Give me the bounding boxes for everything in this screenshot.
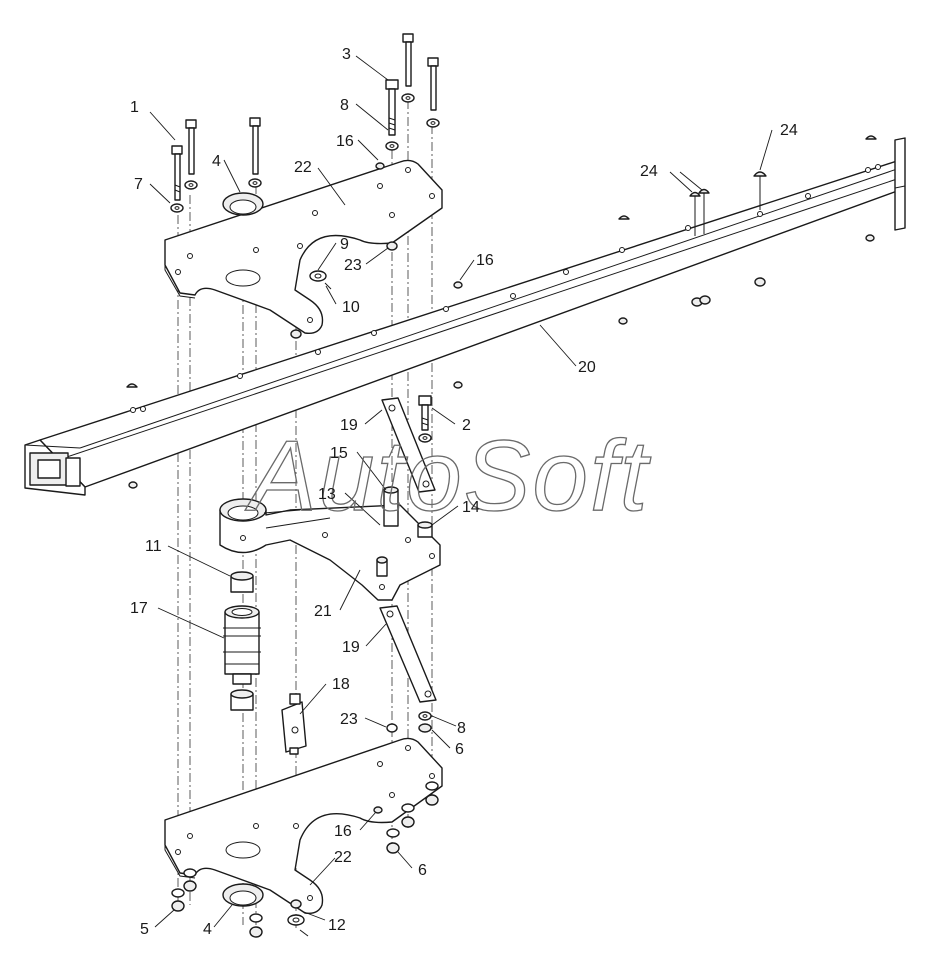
callout-24-left: 24 (640, 163, 658, 180)
callout-11: 11 (145, 538, 162, 555)
lower-link (379, 605, 437, 703)
rings (222, 192, 264, 907)
beam-small-parts (126, 135, 877, 489)
callout-22-bottom: 22 (334, 849, 352, 866)
watermark-text: AutoSoft (245, 420, 652, 532)
callout-15: 15 (330, 445, 348, 462)
callout-9: 9 (340, 236, 349, 253)
callout-4-top: 4 (212, 153, 221, 170)
callout-24-right: 24 (780, 122, 798, 139)
callout-16-right: 16 (476, 252, 494, 269)
callout-7: 7 (134, 176, 143, 193)
callout-23-bottom: 23 (340, 711, 358, 728)
callout-8-bottom: 8 (457, 720, 466, 737)
main-beam (24, 135, 906, 496)
callout-16-top: 16 (336, 133, 354, 150)
callout-20: 20 (578, 359, 596, 376)
leader-lines (149, 55, 773, 928)
washers-and-nuts (170, 93, 463, 938)
clamp (281, 693, 307, 755)
callout-14: 14 (462, 499, 480, 516)
beam-holes (130, 164, 881, 413)
callout-12: 12 (328, 917, 346, 934)
bolts (171, 33, 439, 431)
callout-labels: 1 2 3 4 4 5 6 6 7 8 8 9 10 11 12 13 14 1… (130, 46, 798, 938)
callout-21: 21 (314, 603, 332, 620)
callout-4-bottom: 4 (203, 921, 212, 938)
callout-2: 2 (462, 417, 471, 434)
callout-6-mid: 6 (455, 741, 464, 758)
callout-23-top: 23 (344, 257, 362, 274)
bushing-and-hub (223, 571, 261, 711)
callout-6-bottom: 6 (418, 862, 427, 879)
callout-8-top: 8 (340, 97, 349, 114)
callout-19-bottom: 19 (342, 639, 360, 656)
callout-13: 13 (318, 486, 336, 503)
callout-5: 5 (140, 921, 149, 938)
callout-16-bottom: 16 (334, 823, 352, 840)
callout-19-top: 19 (340, 417, 358, 434)
upper-link (381, 397, 436, 493)
callout-10: 10 (342, 299, 360, 316)
callout-22-top: 22 (294, 159, 312, 176)
bushings-13-14-15 (383, 486, 433, 538)
callout-17: 17 (130, 600, 148, 617)
middle-bracket (219, 498, 441, 601)
callout-18: 18 (332, 676, 350, 693)
upper-plate (164, 159, 443, 335)
callout-3: 3 (342, 46, 351, 63)
lower-plate (164, 737, 443, 915)
callout-1: 1 (130, 99, 139, 116)
beam-end-plate (894, 137, 906, 231)
